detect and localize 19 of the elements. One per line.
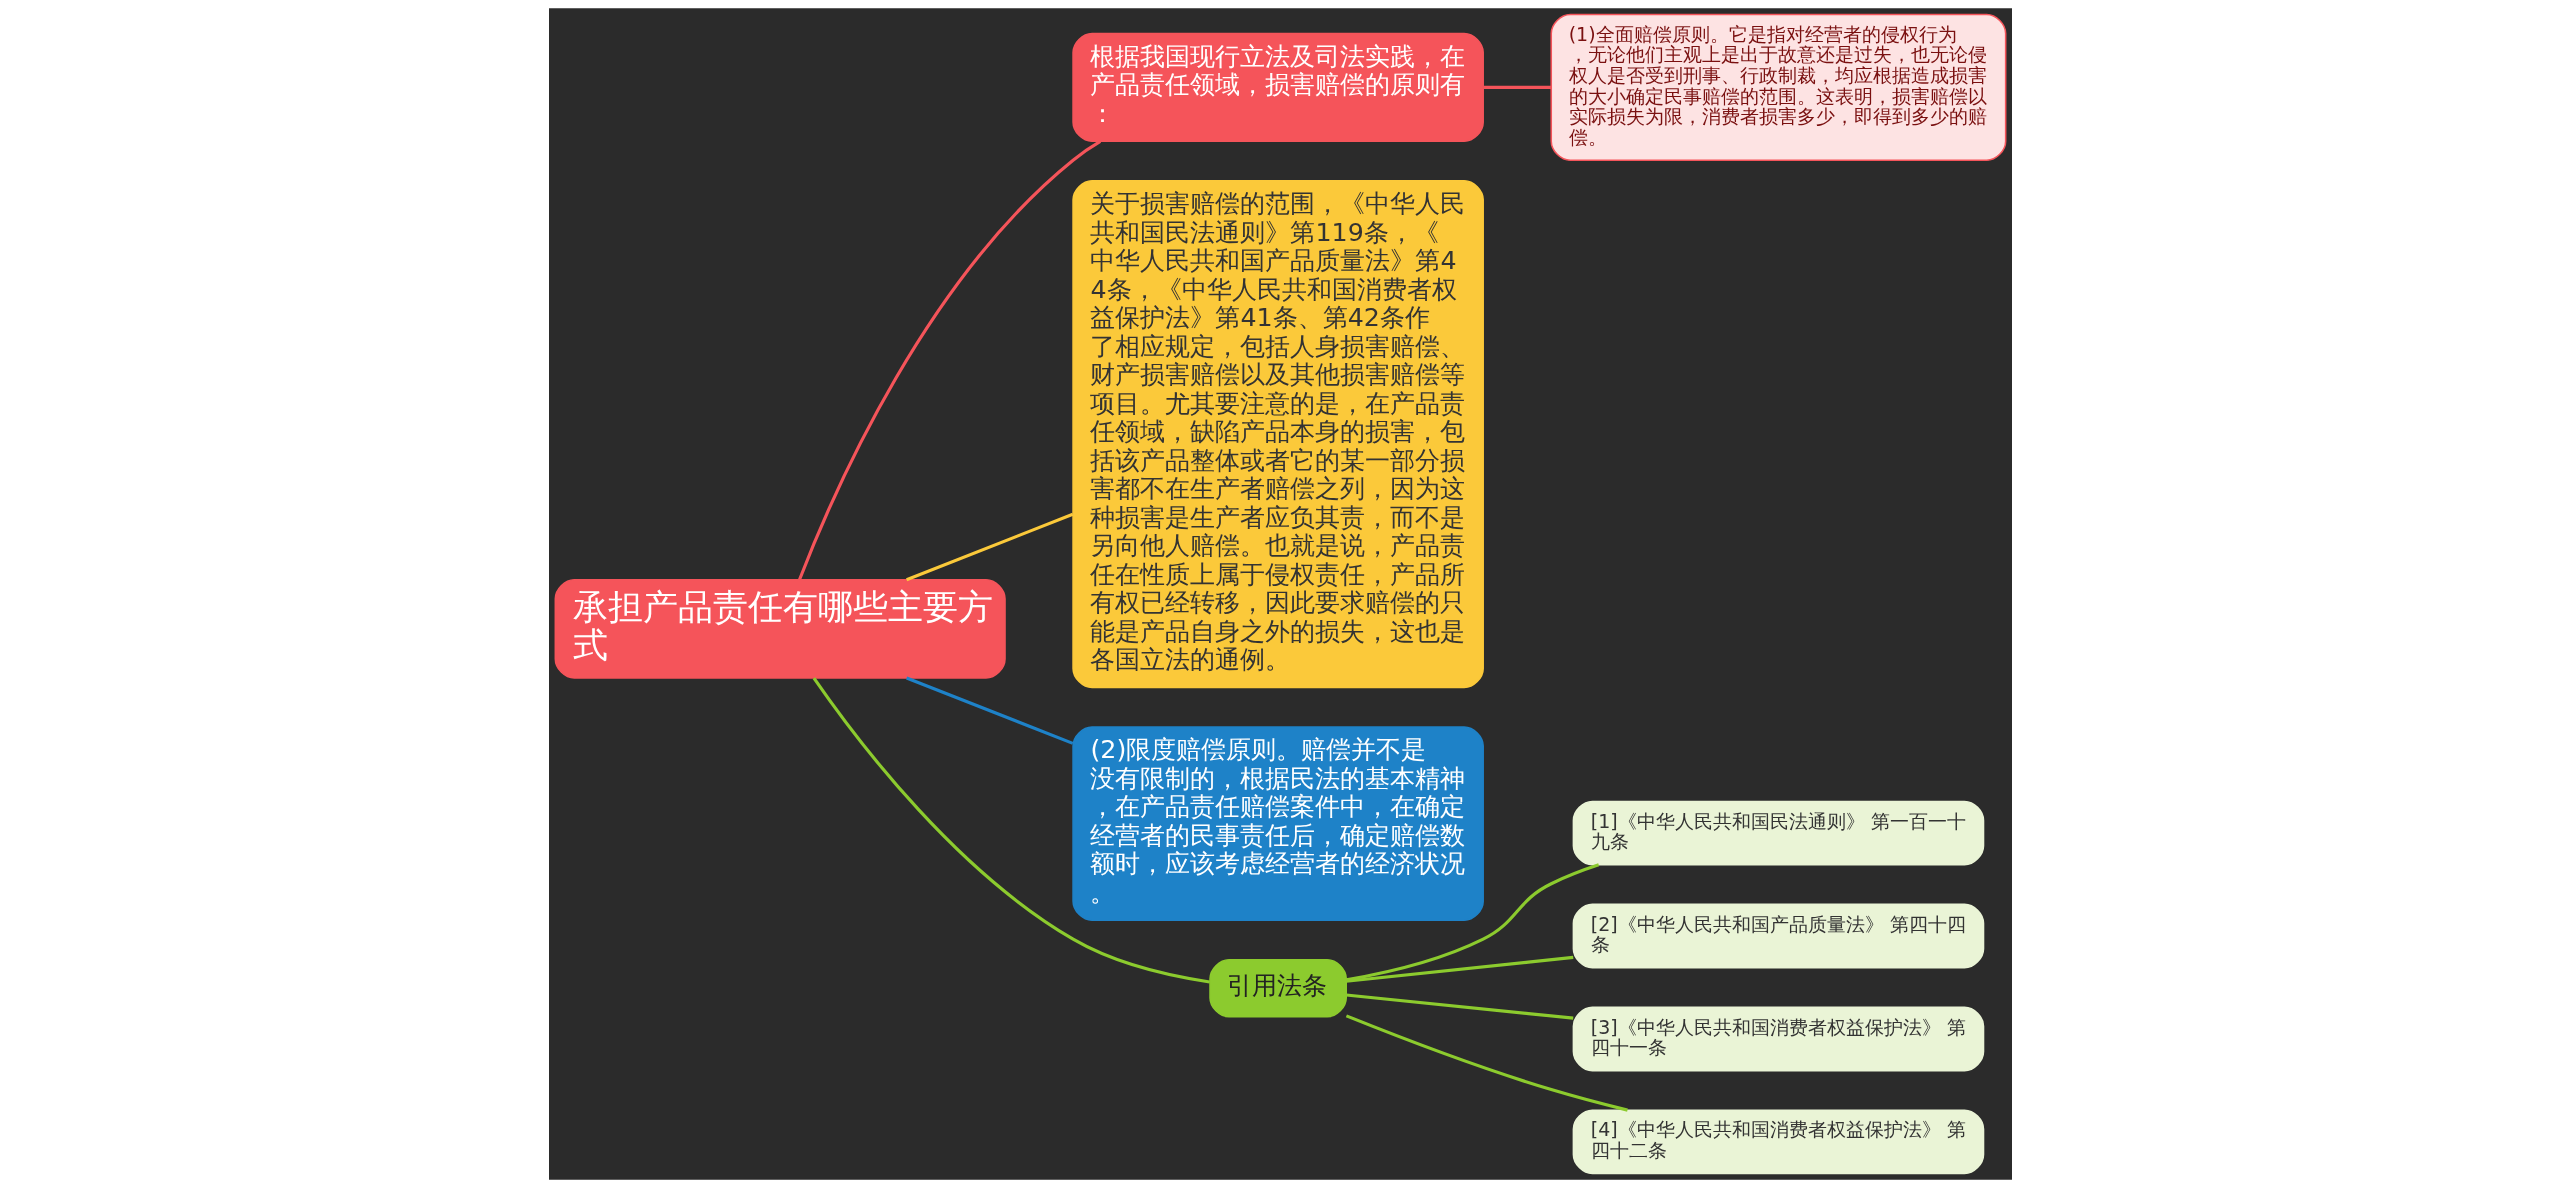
node-box: 关于损害赔偿的范围，《中华人民共和国民法通则》第119条，《中华人民共和国产品质量法》第44条，《中华人民共和国消费者权益保护法》第41条、第42条作了相应规定，包括人身损害赔偿、财产损害赔偿以及其他损害赔偿等项目。尤其要注意的是，在产品责任领域，缺陷产品本身的损害，包括该产品整体或者它的某一部分损害都不在生产者赔偿之列，因为这种损害是生产者应负其责，而不是另向他人赔偿。也就是说，产品责任在性质上属于侵权责任，产品所有权已经转移，因此要求赔偿的只能是产品自身之外的损失，这也是各国立法的通例。 [1071,179,1484,689]
node-box: (1)全面赔偿原则。它是指对经营者的侵权行为，无论他们主观上是出于故意还是过失，也无论侵权人是否受到刑事、行政制裁，均应根据造成损害的大小确定民事赔偿的范围。这表明，损害赔偿以实际损失为限，消费者损害多少，即得到多少的赔偿。 [1549,13,2006,161]
node-box: [2]《中华人民共和国产品质量法》 第四十四条 [1572,903,1984,969]
connector [905,512,1073,582]
connector [905,676,1073,745]
connector [812,677,1210,984]
node-box: 根据我国现行立法及司法实践，在产品责任领域，损害赔偿的原则有： [1071,32,1484,142]
node-box: [3]《中华人民共和国消费者权益保护法》 第四十一条 [1572,1006,1984,1072]
connector [1345,993,1573,1020]
node-box: (2)限度赔偿原则。赔偿并不是没有限制的，根据民法的基本精神，在产品责任赔偿案件中，在确定经营者的民事责任后，确定赔偿数额时，应该考虑经营者的经济状况。 [1071,726,1484,921]
node-box: 承担产品责任有哪些主要方式 [554,578,1006,679]
node-box: [1]《中华人民共和国民法通则》 第一百一十九条 [1572,800,1984,866]
connector [1345,1014,1628,1112]
connector [797,140,1101,581]
connector [1345,955,1573,983]
node-box: 引用法条 [1208,958,1347,1018]
connector [1345,863,1599,982]
node-box: [4]《中华人民共和国消费者权益保护法》 第四十二条 [1572,1109,1984,1175]
connector [1482,85,1551,89]
